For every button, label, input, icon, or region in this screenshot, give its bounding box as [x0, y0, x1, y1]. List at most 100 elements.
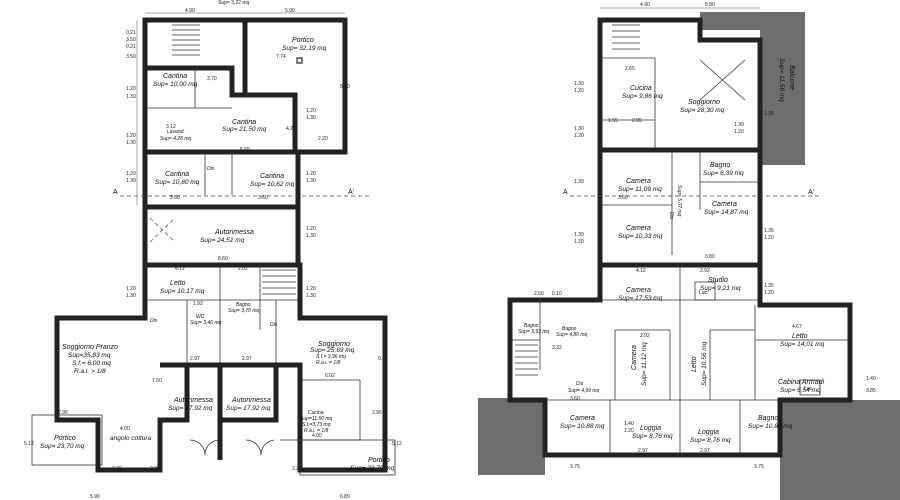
- svg-text:2.20: 2.20: [112, 466, 122, 472]
- ff-room-balcone-sup: Sup= 11,56 mq: [778, 58, 785, 102]
- first-floor-plan: 4.90 5.90 A A': [478, 2, 900, 500]
- svg-text:1.20: 1.20: [306, 171, 316, 177]
- room-portico-left-sup: Sup= 23,70 mq: [40, 443, 85, 450]
- svg-text:1.35: 1.35: [764, 111, 774, 117]
- room-lavand-sup: Sup= 4,28 mq: [160, 136, 191, 142]
- room-soggiorno-pranzo-rai: R.a.i. > 1/8: [74, 368, 106, 375]
- room-autorimessa-main-name: Autorimessa: [214, 229, 254, 236]
- svg-text:5.65: 5.65: [240, 147, 250, 153]
- ff-room-bagno-3-sup: Sup= 4,80 mq: [556, 332, 587, 338]
- ff-room-camera-5-name: Camera: [631, 345, 638, 370]
- svg-text:2.05: 2.05: [632, 118, 642, 124]
- ff-room-studio-sup: Sup= 9,21 mq: [700, 285, 741, 292]
- ff-room-camera-6-sup: Sup= 10,88 mq: [560, 423, 605, 430]
- ff-room-loggia-1-sup: Sup= 8,76 mq: [632, 433, 673, 440]
- svg-text:3.75: 3.75: [754, 464, 764, 470]
- room-cantina-4-sup: Sup= 10,62 mq: [250, 181, 295, 188]
- ff-room-bagno-3-name: Bagno: [562, 326, 577, 332]
- ff-room-camera-6-name: Camera: [570, 415, 595, 422]
- ff-room-soggiorno-name: Soggiorno: [688, 99, 720, 106]
- svg-text:0.21: 0.21: [126, 30, 136, 36]
- svg-text:4.12: 4.12: [636, 268, 646, 274]
- room-cantina-3-sup: Sup= 10,80 mq: [155, 179, 200, 186]
- ff-room-camera-5-sup: Sup= 11,12 mq: [641, 342, 648, 386]
- svg-text:0.10: 0.10: [552, 291, 562, 297]
- ff-room-camera-2-sup: Sup= 14,87 mq: [704, 209, 749, 216]
- svg-text:1.30: 1.30: [126, 178, 136, 184]
- ff-room-camera-1-sup: Sup= 11,09 mq: [618, 186, 662, 193]
- ff-room-dis-1-sup: Sup= 5,07 mq: [676, 185, 682, 216]
- svg-text:1.20: 1.20: [574, 133, 584, 139]
- svg-text:1.20: 1.20: [126, 286, 136, 292]
- room-cantina-4-name: Cantina: [260, 173, 284, 180]
- ff-room-loggia-2-sup: Sup= 8,76 mq: [690, 437, 731, 444]
- ff-room-camera-2-name: Camera: [712, 201, 737, 208]
- left-dimension-column: 0.21 3.50 0.21 3.50 1.20 1.30 1.20 1.30 …: [126, 20, 138, 205]
- roof-bottom-right: [780, 400, 900, 500]
- svg-text:3.32: 3.32: [552, 345, 562, 351]
- ff-room-dis-2-name: Dis: [576, 381, 584, 387]
- svg-text:5.90: 5.90: [90, 494, 100, 500]
- ff-room-bagno-1-name: Bagno: [710, 162, 730, 169]
- svg-text:1.30: 1.30: [126, 94, 136, 100]
- ground-dis-label-3: Dis: [207, 166, 215, 172]
- svg-text:2.96: 2.96: [58, 410, 68, 416]
- svg-text:1.20: 1.20: [126, 171, 136, 177]
- room-cantina-3-name: Cantina: [165, 171, 189, 178]
- room-wc-sup: Sup= 3,46 mq: [190, 320, 221, 326]
- svg-text:1.35: 1.35: [764, 228, 774, 234]
- svg-text:1.20: 1.20: [126, 86, 136, 92]
- lucernario-label-2: Luc.: [804, 386, 813, 392]
- ff-dim-top-left: 4.90: [640, 2, 650, 8]
- svg-text:3.12: 3.12: [166, 124, 176, 130]
- svg-text:5.12: 5.12: [24, 441, 34, 447]
- section-label-a-prime: A': [348, 189, 354, 196]
- ff-room-bagno-2-name: Bagno: [524, 323, 539, 329]
- svg-text:2.50: 2.50: [534, 291, 544, 297]
- svg-text:2.97: 2.97: [190, 356, 200, 362]
- svg-text:3.60: 3.60: [258, 195, 268, 201]
- room-letto-sup: Sup= 10,17 mq: [160, 288, 205, 295]
- room-lavand-name: Lavand.: [167, 129, 185, 135]
- svg-text:2.20: 2.20: [318, 136, 328, 142]
- svg-text:0.21: 0.21: [126, 44, 136, 50]
- svg-text:7.74: 7.74: [276, 54, 286, 60]
- svg-text:3.60: 3.60: [170, 195, 180, 201]
- svg-text:7.50: 7.50: [152, 378, 162, 384]
- room-soggiorno-right-rai: R.a.i. = 1/8: [316, 360, 341, 366]
- svg-text:1.30: 1.30: [574, 126, 584, 132]
- svg-text:1.30: 1.30: [574, 232, 584, 238]
- svg-text:3.85: 3.85: [866, 388, 876, 394]
- ff-room-bagno-4-sup: Sup= 10,88 mq: [748, 423, 793, 430]
- svg-text:1.30: 1.30: [126, 293, 136, 299]
- ff-room-letto-2-sup: Sup= 10,56 mq: [701, 341, 708, 386]
- ground-dis-label-1: Dis: [150, 318, 158, 324]
- room-autorimessa-main-sup: Sup= 24,51 mq: [200, 237, 245, 244]
- ff-stair-lower: [515, 344, 538, 376]
- svg-text:3.60: 3.60: [618, 195, 628, 201]
- room-portico-right-name: Portico: [368, 457, 390, 464]
- ff-room-bagno-2-sup: Sup= 5,93 mq: [518, 329, 549, 335]
- ff-room-letto-1-sup: Sup= 14,01 mq: [780, 341, 825, 348]
- svg-text:2.65: 2.65: [625, 66, 635, 72]
- ground-floor-plan: 4.90 5.90 Sup= 3,22 mq 0.21 3.50 0.21 3.…: [24, 0, 402, 500]
- skylight-studio: [694, 281, 716, 301]
- stair-top: [172, 24, 200, 56]
- room-bagno-sup: Sup= 3,70 mq: [228, 308, 259, 314]
- svg-text:2.02: 2.02: [238, 266, 248, 272]
- room-soggiorno-right-name: Soggiorno: [318, 341, 350, 348]
- room-soggiorno-right-sf: S.f.= 3,96 mq: [316, 354, 346, 360]
- svg-text:1.40: 1.40: [866, 376, 876, 382]
- room-portico-top-sup: Sup= 32,19 mq: [282, 45, 327, 52]
- svg-text:1.20: 1.20: [734, 129, 744, 135]
- room-wc-name: WC: [196, 314, 205, 320]
- ff-section-label-a: A: [563, 189, 568, 196]
- svg-text:1.40: 1.40: [624, 421, 634, 427]
- svg-text:4.00: 4.00: [120, 426, 130, 432]
- ff-room-letto-1-name: Letto: [792, 333, 808, 340]
- ff-room-loggia-2-name: Loggia: [698, 429, 719, 436]
- ff-room-letto-2-name: Letto: [691, 356, 698, 372]
- ff-room-dis-1-name: Dis: [668, 212, 674, 220]
- room-soggiorno-pranzo-sf: S.f.= 6,00 mq: [72, 360, 111, 367]
